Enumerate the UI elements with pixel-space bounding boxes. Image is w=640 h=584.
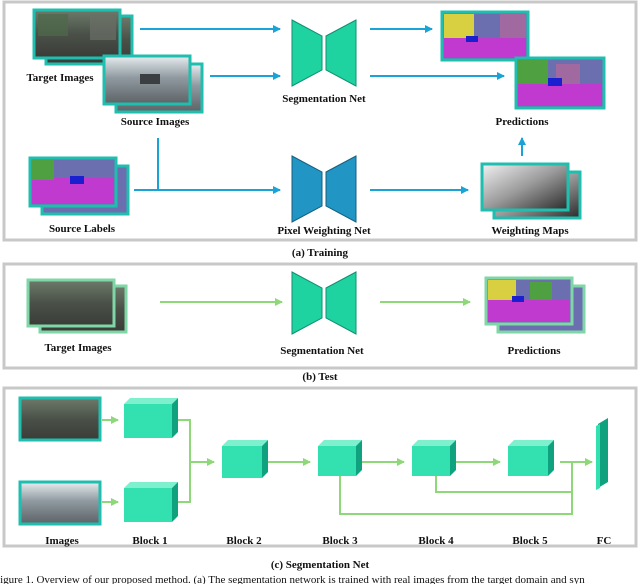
block-2-label: Block 2 — [226, 535, 262, 547]
test-predictions-stack — [484, 276, 586, 334]
block-4-label: Block 4 — [418, 535, 454, 547]
segnet-caption: (c) Segmentation Net — [271, 559, 370, 571]
pixel-weighting-net-label: Pixel Weighting Net — [277, 225, 371, 237]
source-labels-stack — [28, 156, 130, 216]
pixel-weighting-net — [291, 155, 357, 223]
block-4 — [412, 440, 456, 476]
predictions-stack — [440, 10, 606, 110]
weighting-maps-stack — [480, 162, 582, 220]
test-segmentation-net-label: Segmentation Net — [280, 345, 364, 357]
source-images-label: Source Images — [121, 116, 190, 128]
input-image-target — [18, 396, 102, 442]
test-predictions-label: Predictions — [508, 345, 562, 357]
training-frame — [2, 0, 638, 242]
segmentation-net-training — [291, 19, 357, 87]
source-images-stack — [102, 54, 204, 114]
segnet-connections — [102, 416, 593, 515]
block-3 — [318, 440, 362, 476]
block-5 — [508, 440, 554, 476]
target-images-label: Target Images — [26, 72, 94, 84]
test-target-images-label: Target Images — [44, 342, 112, 354]
block-1-top — [124, 398, 178, 438]
target-images-stack — [32, 8, 134, 66]
test-frame — [2, 262, 638, 370]
test-caption: (b) Test — [302, 371, 337, 383]
source-labels-label: Source Labels — [49, 223, 116, 235]
fc-label: FC — [597, 535, 612, 547]
predictions-label: Predictions — [496, 116, 550, 128]
weighting-maps-label: Weighting Maps — [491, 225, 569, 237]
input-image-source — [18, 480, 102, 526]
segnet-frame — [2, 386, 638, 548]
block-5-label: Block 5 — [512, 535, 548, 547]
training-caption: (a) Training — [292, 247, 349, 259]
block-2 — [222, 440, 268, 478]
block-1-label: Block 1 — [132, 535, 167, 547]
test-target-images-stack — [26, 278, 128, 334]
segmentation-net-test — [291, 271, 357, 335]
images-label: Images — [45, 535, 79, 547]
fc-layer — [596, 418, 608, 490]
segmentation-net-label: Segmentation Net — [282, 93, 366, 105]
block-3-label: Block 3 — [322, 535, 358, 547]
figure-caption: Figure 1. Overview of our proposed metho… — [0, 574, 585, 584]
block-1-bottom — [124, 482, 178, 522]
